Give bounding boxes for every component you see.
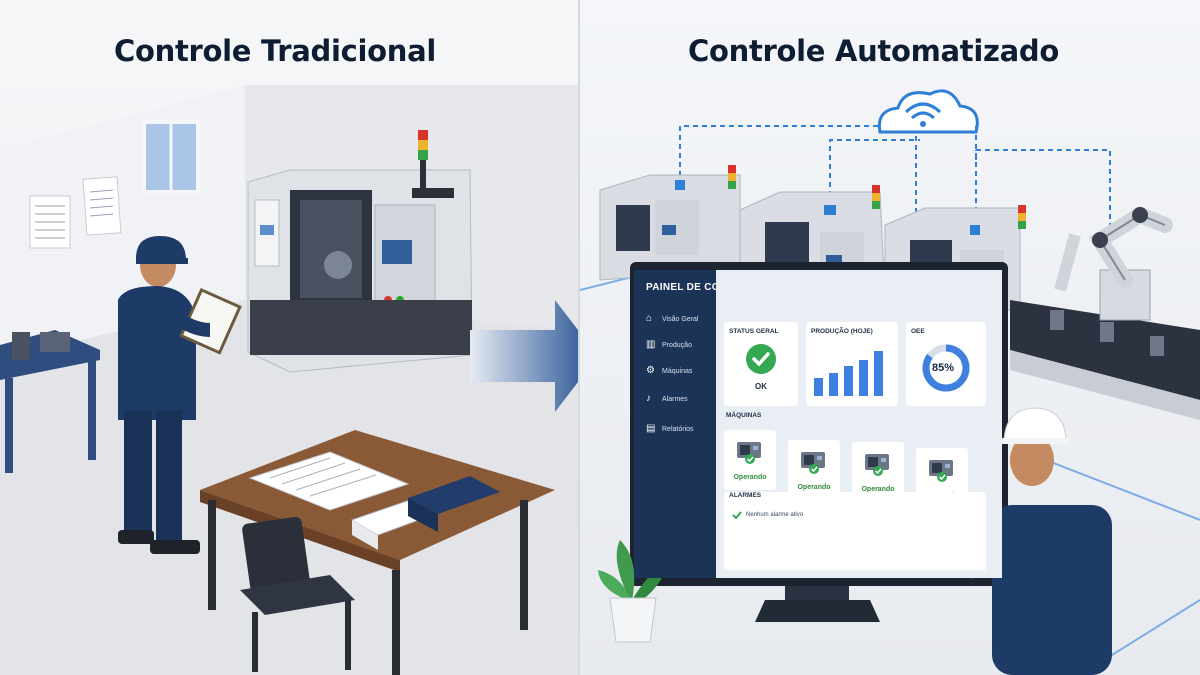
nav-item-reports[interactable]: ▤ Relatórios <box>646 423 694 434</box>
wall-document-icon <box>82 176 122 236</box>
alarms-text: Nenhum alarme ativo <box>746 512 804 518</box>
status-label: STATUS GERAL <box>729 328 779 335</box>
wall-document-icon <box>29 195 71 249</box>
nav-item-machines[interactable]: ⚙ Máquinas <box>646 365 693 376</box>
check-icon <box>732 511 742 520</box>
production-bar <box>844 366 853 396</box>
robot-arm-icon <box>1054 206 1173 321</box>
gear-icon: ⚙ <box>646 365 655 376</box>
nav-item-alarms[interactable]: ♪ Alarmes <box>646 393 688 404</box>
machine-icon <box>865 454 889 476</box>
machines-label: MÁQUINAS <box>726 412 762 419</box>
oee-value: 85% <box>932 362 955 374</box>
worker-traditional <box>118 236 242 554</box>
cloud-wifi-icon <box>877 89 979 134</box>
machine-tile[interactable]: Operando <box>788 440 840 500</box>
production-bar-chart <box>814 346 892 396</box>
divider <box>578 0 580 675</box>
document-icon: ▤ <box>646 423 656 434</box>
stack-light-icon <box>412 130 454 198</box>
network-lines <box>679 125 1111 230</box>
control-dashboard: PAINEL DE CONTROLE ⌂ Visão Geral ▥ Produ… <box>634 270 1002 578</box>
machine-icon <box>737 442 761 464</box>
machine-icon <box>929 460 953 482</box>
cnc-machine <box>247 169 473 373</box>
dashboard-title: PAINEL DE CONTROLE <box>646 282 763 293</box>
production-card: PRODUÇÃO (HOJE) <box>806 322 898 406</box>
nav-item-production[interactable]: ▥ Produção <box>646 339 692 350</box>
oee-label: OEE <box>911 328 925 335</box>
production-bar <box>874 351 883 396</box>
chart-icon: ▥ <box>646 339 656 350</box>
check-icon <box>746 344 776 374</box>
machine-status: Operando <box>797 484 831 491</box>
alarms-card: ALARMES Nenhum alarme ativo <box>724 492 986 570</box>
bell-icon: ♪ <box>646 393 651 404</box>
alarms-label: ALARMES <box>729 492 762 499</box>
home-icon: ⌂ <box>646 313 653 324</box>
status-value: OK <box>755 382 767 391</box>
transition-arrow <box>470 300 578 412</box>
chair <box>240 516 355 672</box>
oee-gauge <box>922 344 970 392</box>
heading-traditional: Controle Tradicional <box>114 34 437 68</box>
machine-tile[interactable]: Operando <box>724 430 776 490</box>
traditional-scene <box>0 85 578 675</box>
dashboard-content: STATUS GERAL OK PRODUÇÃO (HOJE) OEE 85% <box>716 270 1002 578</box>
machine-status: Operando <box>733 474 767 481</box>
production-bar <box>814 378 823 396</box>
heading-automated: Controle Automatizado <box>688 34 1059 68</box>
oee-card: OEE 85% <box>906 322 986 406</box>
status-card: STATUS GERAL OK <box>724 322 798 406</box>
dashboard-sidebar: PAINEL DE CONTROLE ⌂ Visão Geral ▥ Produ… <box>634 270 762 578</box>
production-bar <box>829 373 838 396</box>
production-label: PRODUÇÃO (HOJE) <box>811 328 873 335</box>
plant-icon <box>598 540 670 643</box>
stack-light-icon <box>728 165 1026 229</box>
machine-status: Operando <box>861 486 895 493</box>
workbench <box>0 330 100 473</box>
machine-icon <box>801 452 825 474</box>
production-bar <box>859 360 868 396</box>
traditional-panel: Controle Tradicional <box>0 0 578 675</box>
nav-item-overview[interactable]: ⌂ Visão Geral <box>646 313 699 324</box>
conveyor-belt <box>1010 300 1200 420</box>
